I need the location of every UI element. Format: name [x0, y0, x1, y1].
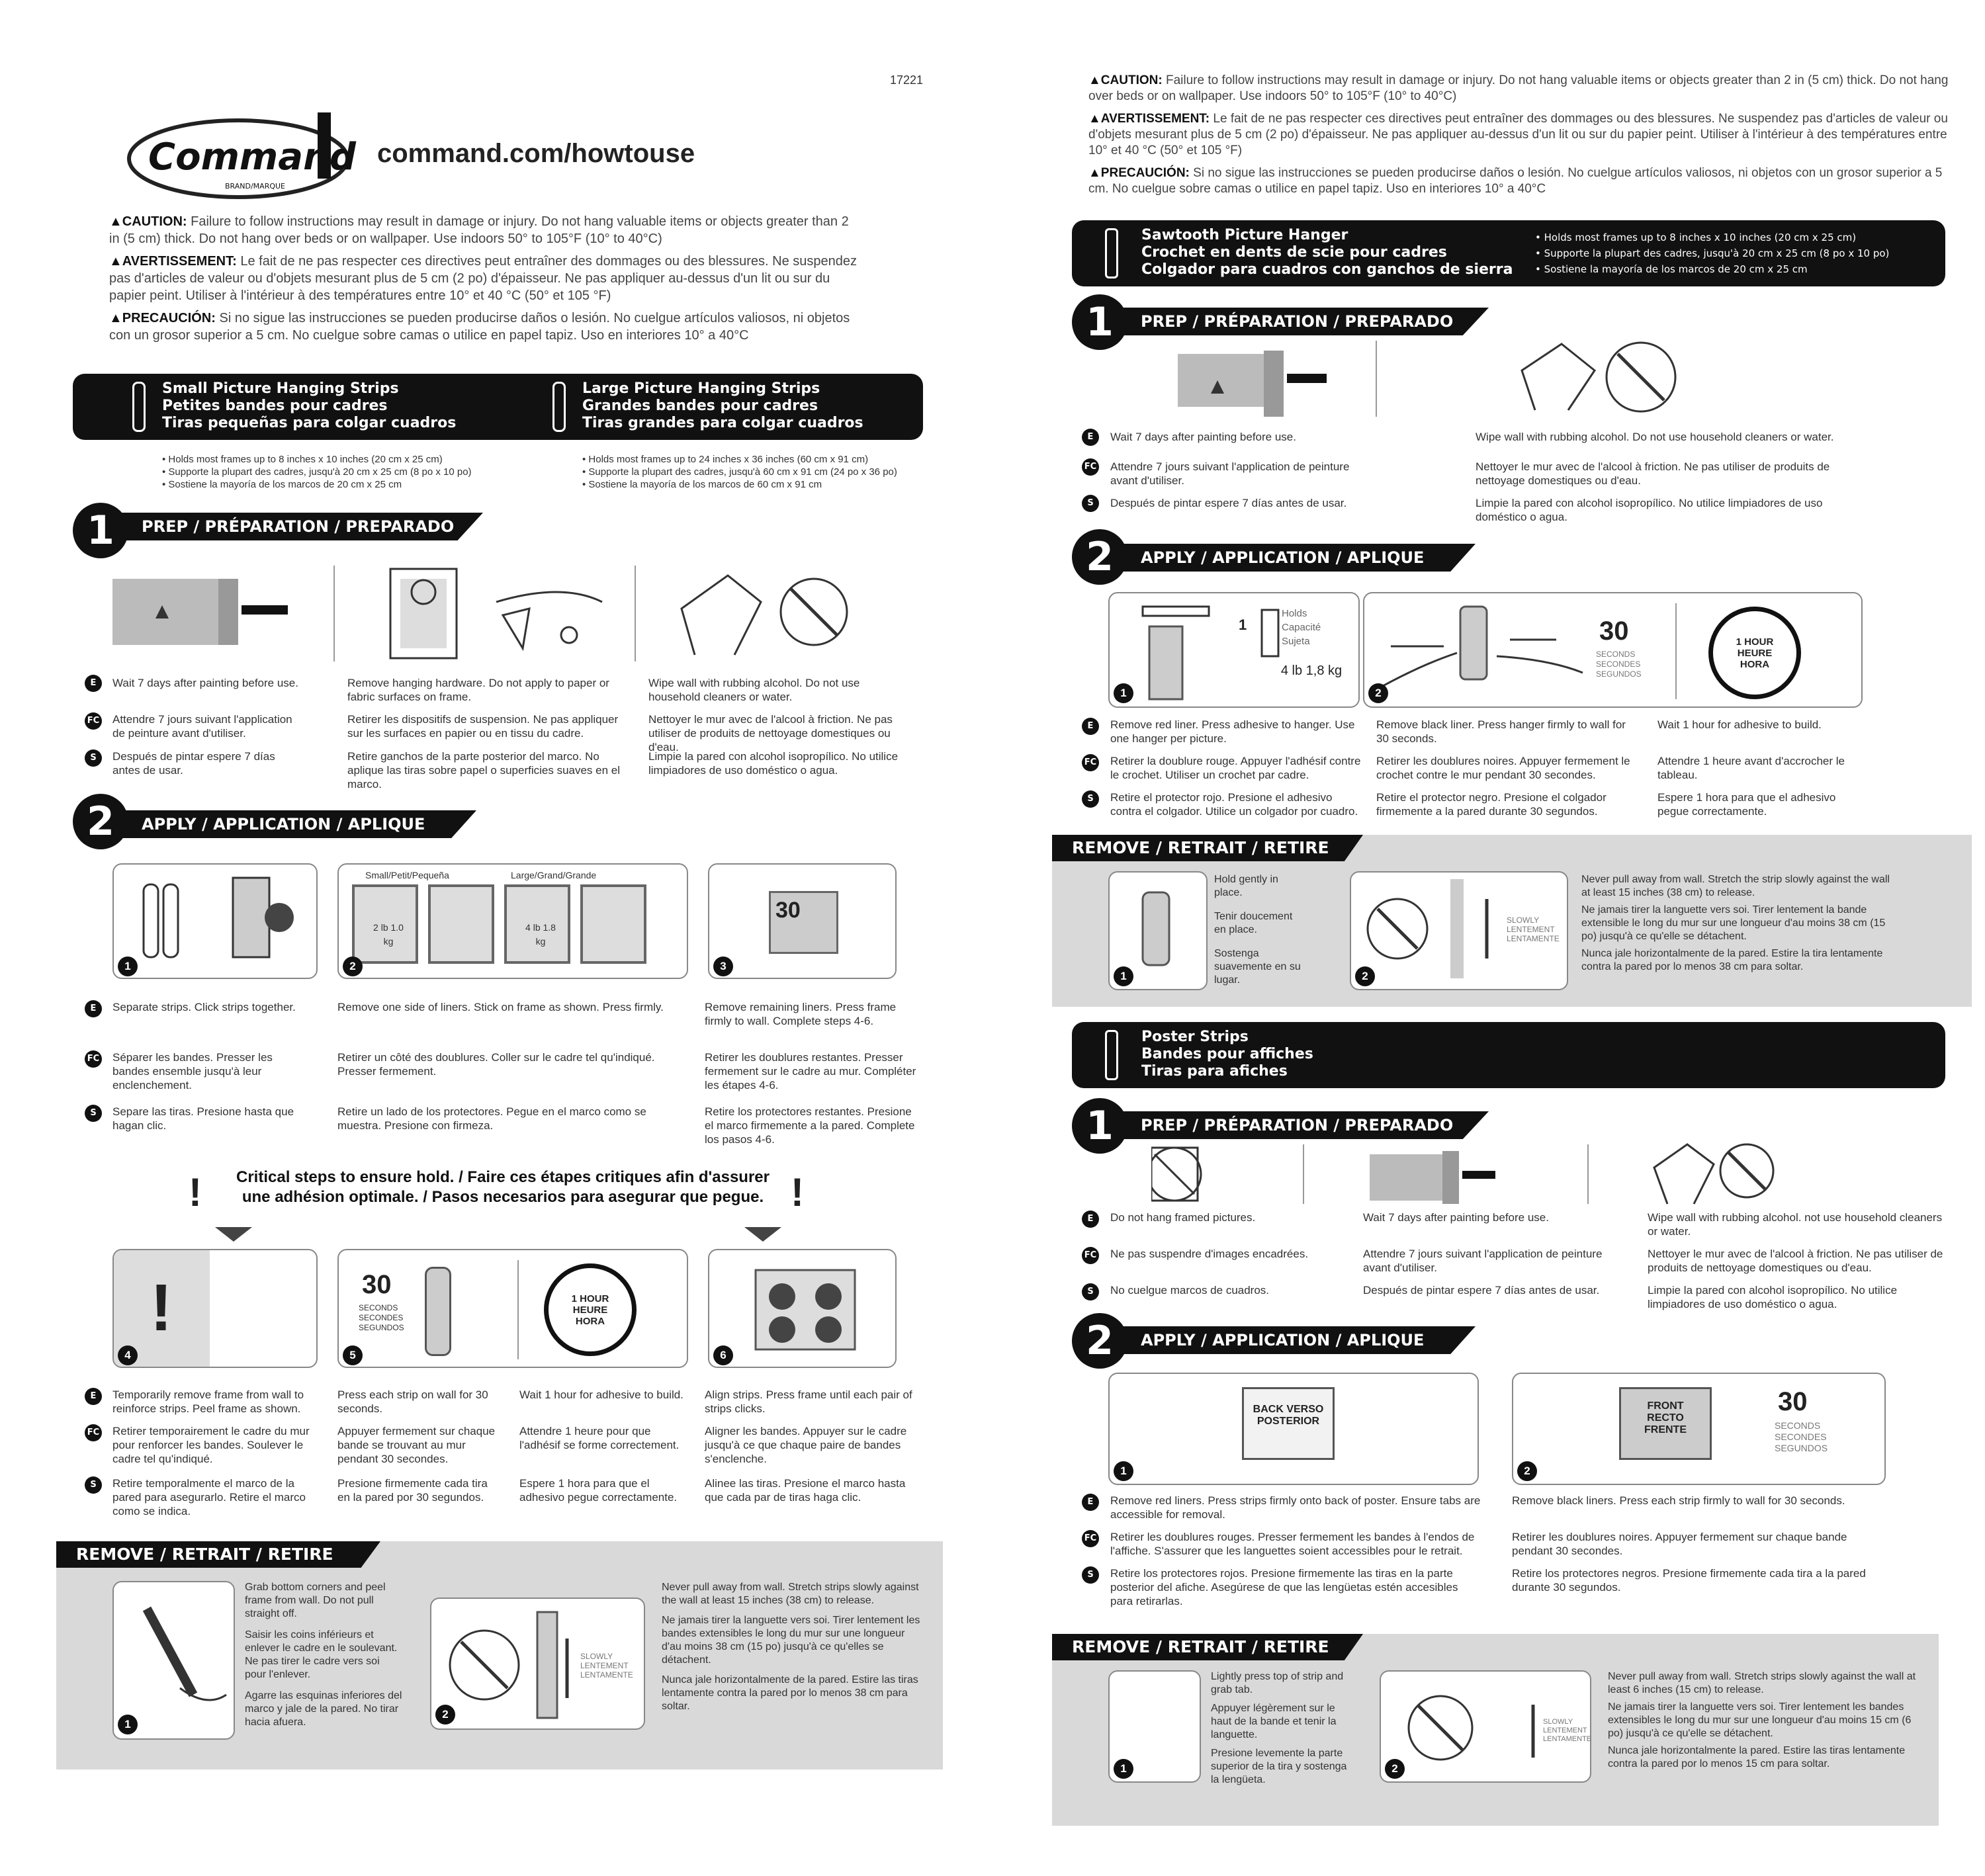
- doc-code: 17221: [890, 73, 924, 87]
- apply-panel-4: ! 4: [112, 1249, 318, 1368]
- apply-panel-5: 30 SECONDS SECONDES SEGUNDOS 1 HOUR HEUR…: [337, 1249, 688, 1368]
- prep-illustrations: [99, 562, 880, 668]
- brand-url[interactable]: command.com/howtouse: [377, 139, 695, 168]
- command-logo: Command BRAND/MARQUE: [126, 106, 364, 202]
- arrow-down-icon: [215, 1227, 252, 1242]
- arrow-down-icon: [744, 1227, 781, 1242]
- strip-icon: [132, 382, 146, 432]
- step-2-number: 2: [73, 794, 128, 849]
- right-page: ▲CAUTION: Failure to follow instructions…: [1052, 0, 1985, 1876]
- remove-section: REMOVE / RETRAIT / RETIRE 1 Grab bottom …: [56, 1541, 943, 1769]
- critical-note: Critical steps to ensure hold. / Faire c…: [236, 1168, 770, 1206]
- strip-icon: [552, 382, 566, 432]
- prep-title: PREP / PRÉPARATION / PREPARADO: [119, 513, 483, 540]
- prep-illustrations-right: [1138, 337, 1800, 423]
- poster-panel-1: BACK VERSO POSTERIOR 1: [1108, 1373, 1479, 1485]
- exclamation-icon: !: [189, 1170, 202, 1215]
- large-bullets: • Holds most frames up to 24 inches x 36…: [582, 454, 897, 490]
- sawtooth-panel-1: 1 Holds Capacité Sujeta 4 lb 1,8 kg 1: [1108, 592, 1360, 708]
- apply-panel-3: 30 3: [708, 863, 897, 979]
- hanger-icon: [1105, 228, 1118, 278]
- poster-prep-illustrations: [1147, 1141, 1945, 1207]
- poster-panel-2: FRONT RECTO FRENTE 30 SECONDS SECONDES S…: [1512, 1373, 1886, 1485]
- strip-icon: [1105, 1030, 1118, 1080]
- apply-panel-6: 6: [708, 1249, 897, 1368]
- left-page: 17221 Command BRAND/MARQUE command.com/h…: [0, 0, 979, 1876]
- remove-section-right-2: REMOVE / RETRAIT / RETIRE 1 Lightly pres…: [1052, 1634, 1939, 1826]
- remove-section-right-1: REMOVE / RETRAIT / RETIRE 1 Hold gently …: [1052, 835, 1972, 1007]
- logo-sub: BRAND/MARQUE: [225, 182, 285, 191]
- apply-panel-1: 1: [112, 863, 318, 979]
- caution-block-right: ▲CAUTION: Failure to follow instructions…: [1088, 73, 1949, 196]
- apply-title: APPLY / APPLICATION / APLIQUE: [119, 810, 476, 838]
- caution-block: ▲CAUTION: Failure to follow instructions…: [109, 214, 857, 343]
- apply-panel-2: Small/Petit/Pequeña Large/Grand/Grande 2…: [337, 863, 688, 979]
- sawtooth-panel-2: 30 SECONDS SECONDES SEGUNDOS 1 HOUR HEUR…: [1363, 592, 1863, 708]
- exclamation-icon: !: [791, 1170, 804, 1215]
- small-bullets: • Holds most frames up to 8 inches x 10 …: [162, 454, 472, 490]
